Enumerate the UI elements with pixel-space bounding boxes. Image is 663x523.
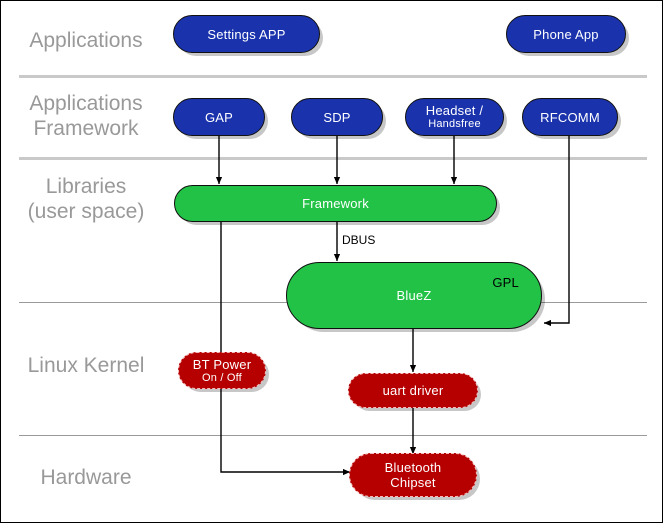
node-bluez-label: BlueZ <box>396 288 432 303</box>
node-bluetooth-chipset-label-line2: Chipset <box>390 475 436 490</box>
node-headset-handsfree[interactable]: Headset / Handsfree <box>405 98 504 136</box>
node-rfcomm-label: RFCOMM <box>540 109 600 125</box>
node-sdp-label: SDP <box>323 109 351 125</box>
node-uart-driver-label: uart driver <box>382 383 444 398</box>
node-bt-power-label-line1: BT Power <box>192 356 252 372</box>
node-phone-app[interactable]: Phone App <box>506 15 626 53</box>
band-label-libraries: Libraries (user space) <box>27 175 145 223</box>
band-label-linux-kernel: Linux Kernel <box>27 354 145 377</box>
node-rfcomm[interactable]: RFCOMM <box>522 98 618 136</box>
band-divider-4 <box>19 435 647 436</box>
edge-label-dbus: DBUS <box>342 233 376 247</box>
node-gap-label: GAP <box>204 109 234 125</box>
band-label-applications-framework: Applications Framework <box>29 92 143 140</box>
node-uart-driver[interactable]: uart driver <box>348 373 478 408</box>
node-framework-label: Framework <box>302 196 369 211</box>
node-headset-handsfree-label-line1: Headset / <box>425 103 484 118</box>
node-settings-app-label: Settings APP <box>207 26 286 42</box>
node-framework[interactable]: Framework <box>174 185 497 222</box>
node-sdp[interactable]: SDP <box>291 98 383 136</box>
band-divider-2 <box>19 157 647 160</box>
node-headset-handsfree-label-line2: Handsfree <box>428 118 481 130</box>
node-phone-app-label: Phone App <box>533 26 599 42</box>
node-bluez[interactable]: BlueZ GPL <box>286 262 542 329</box>
band-label-hardware: Hardware <box>40 466 132 489</box>
node-gap[interactable]: GAP <box>173 98 265 136</box>
node-bt-power[interactable]: BT Power On / Off <box>178 352 266 389</box>
node-bluetooth-chipset-label-line1: Bluetooth <box>384 460 442 475</box>
band-label-applications: Applications <box>29 29 143 52</box>
band-divider-1 <box>19 75 647 78</box>
node-bt-power-label-line2: On / Off <box>202 371 242 384</box>
node-settings-app[interactable]: Settings APP <box>173 15 320 53</box>
edge-rfcomm-to-bluez <box>543 136 570 327</box>
node-bluetooth-chipset[interactable]: Bluetooth Chipset <box>349 453 477 497</box>
node-bluez-license-badge: GPL <box>492 275 519 290</box>
